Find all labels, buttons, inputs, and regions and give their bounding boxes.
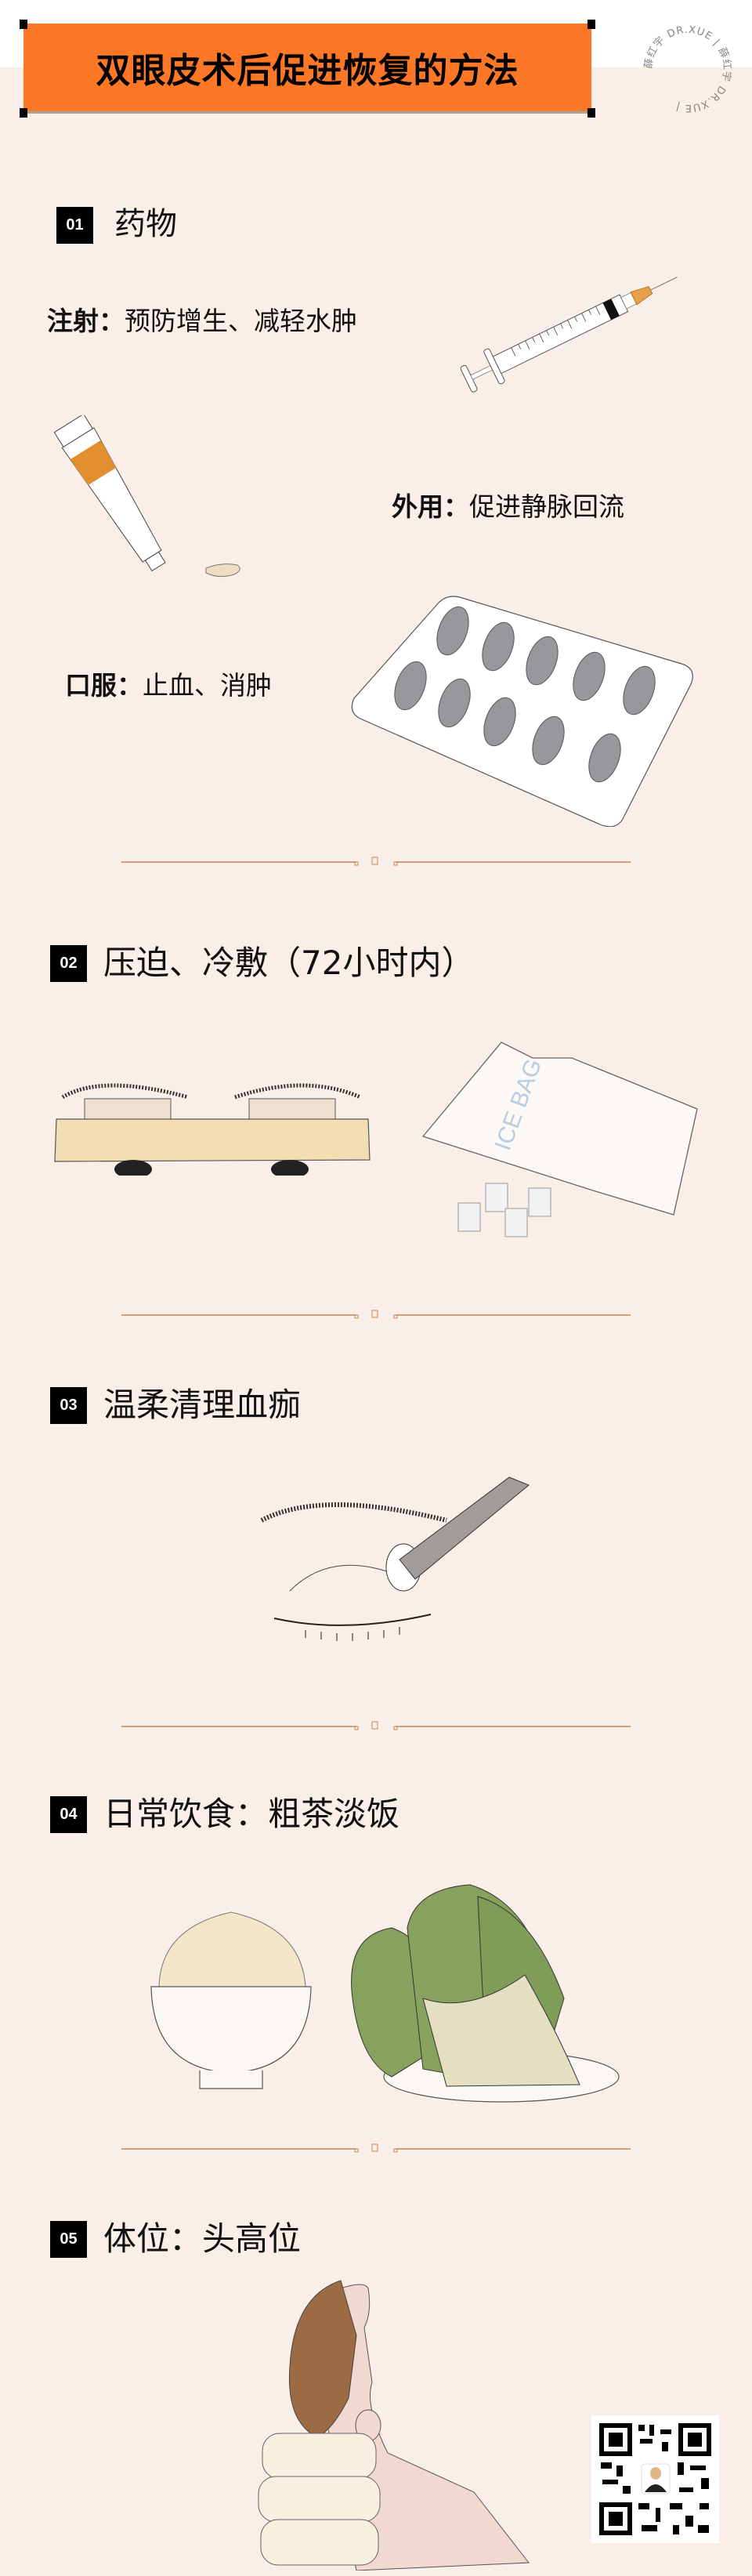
syringe-illustration	[460, 277, 678, 393]
section-badge-01: 01	[56, 207, 93, 244]
corner-mark	[20, 20, 27, 29]
external-use-line: 外用：促进静脉回流	[392, 494, 624, 520]
section-divider	[121, 857, 631, 866]
section-badge-02: 02	[50, 945, 87, 982]
injection-line: 注射：预防增生、减轻水肿	[47, 308, 357, 334]
svg-text:薛红宇 DR.XUE | 薛红宇 DR.XUE |: 薛红宇 DR.XUE | 薛红宇 DR.XUE |	[643, 24, 734, 114]
section-badge-04: 04	[50, 1796, 87, 1833]
section-title-compression-cold: 压迫、冷敷（72小时内）	[103, 944, 475, 982]
section-divider	[121, 1310, 631, 1319]
corner-mark	[588, 20, 595, 29]
stamp-text: 薛红宇 DR.XUE | 薛红宇 DR.XUE |	[643, 24, 733, 114]
section-badge-03: 03	[50, 1387, 87, 1424]
bok-choy-illustration	[351, 1884, 620, 2103]
head-elevated-illustration	[258, 2280, 530, 2571]
injection-label: 注射：	[47, 306, 125, 336]
injection-text: 预防增生、减轻水肿	[125, 306, 357, 336]
ice-bag-illustration: ICE BAG	[421, 1042, 698, 1237]
section-title-clean-scab: 温柔清理血痂	[103, 1386, 302, 1424]
oral-text: 止血、消肿	[143, 670, 272, 701]
eye-cleaning-illustration	[260, 1476, 530, 1641]
page-title: 双眼皮术后促进恢复的方法	[96, 51, 519, 91]
section-title-head-elevated: 体位：头高位	[103, 2219, 302, 2258]
corner-mark	[20, 108, 27, 118]
title-banner: 双眼皮术后促进恢复的方法	[20, 20, 595, 118]
ointment-tube-illustration	[53, 415, 240, 578]
oral-line: 口服：止血、消肿	[65, 672, 272, 698]
qr-code[interactable]	[591, 2415, 719, 2543]
section-title-diet: 日常饮食：粗茶淡饭	[103, 1795, 400, 1833]
section-divider	[121, 2143, 631, 2153]
dr-xue-stamp-logo: 薛红宇 DR.XUE | 薛红宇 DR.XUE |	[643, 24, 734, 114]
section-badge-05: 05	[50, 2221, 87, 2258]
section-divider	[121, 1721, 631, 1730]
pill-blister-illustration	[351, 596, 693, 827]
rice-bowl-illustration	[150, 1911, 312, 2089]
external-use-text: 促进静脉回流	[469, 491, 624, 522]
section-title-medication: 药物	[114, 206, 177, 242]
qr-code-icon	[599, 2423, 711, 2535]
bandaged-eyes-illustration	[54, 1083, 371, 1176]
oral-label: 口服：	[65, 670, 143, 701]
external-use-label: 外用：	[392, 491, 469, 522]
corner-mark	[588, 108, 595, 118]
